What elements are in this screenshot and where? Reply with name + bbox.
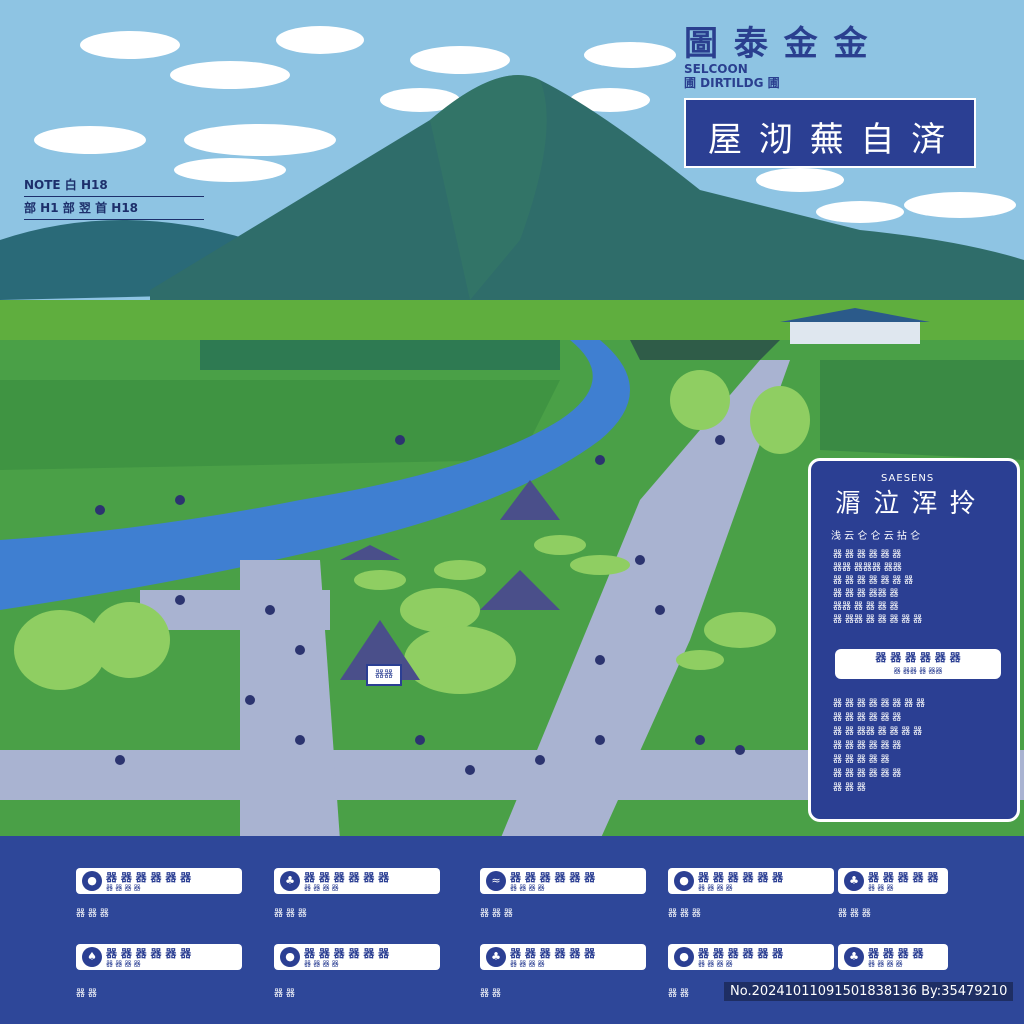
card-title: 器 器 器 器 器 xyxy=(868,871,939,884)
sky-note-line-1: NOTE 白 H18 xyxy=(24,174,204,197)
brand-logo: 圖 泰 金 金 SELCOON 圃 DIRTILDG 圃 xyxy=(684,24,884,90)
panel-line: 器 器 器 xyxy=(833,783,866,793)
barn xyxy=(790,320,920,344)
card-title: 器 器 器 器 器 器 xyxy=(510,871,596,884)
panel-line: 器 器 器 器 器 xyxy=(833,755,890,765)
plant-icon: ♣ xyxy=(844,947,864,967)
image-id-label: No.20241011091501838136 By:35479210 xyxy=(724,982,1014,1001)
river-icon: ≈ xyxy=(486,871,506,891)
sky-note-line-2: 部 H1 部 翌 首 H18 xyxy=(24,197,204,220)
card-sub: 器 器 器 器 xyxy=(698,960,733,968)
logo-title: 圖 泰 金 金 xyxy=(684,24,870,64)
card-note: 器 器 器 xyxy=(838,909,871,919)
card-note: 器 器 xyxy=(480,989,501,999)
card-title: 器 器 器 器 器 器 xyxy=(106,871,192,884)
legend-card: ● 器 器 器 器 器 器器 器 器 器 xyxy=(274,944,440,970)
legend-card: ♣ 器 器 器 器 器器 器 器 xyxy=(838,868,948,894)
card-sub: 器 器 器 器 xyxy=(510,884,545,892)
badge-sub: 器 器器 器 器器 xyxy=(893,667,943,675)
rocks xyxy=(340,480,560,680)
card-note: 器 器 器 xyxy=(668,909,701,919)
panel-lines: 器 器 器 器 器 器 器器 器器器 器器 器 器 器 器 器 器 器 器 器 … xyxy=(833,549,1003,627)
card-sub: 器 器 器 器 xyxy=(106,884,141,892)
sky-note: NOTE 白 H18 部 H1 部 翌 首 H18 xyxy=(24,174,204,220)
card-note: 器 器 xyxy=(274,989,295,999)
globe-icon: ● xyxy=(674,871,694,891)
panel-line: 器 器 器 器 器 器 器 器 xyxy=(833,699,926,709)
panel-line: 器 器 器 器 器 器 xyxy=(833,550,902,560)
people xyxy=(95,435,745,775)
card-note: 器 器 器 xyxy=(76,909,109,919)
plant-icon: ♣ xyxy=(844,871,864,891)
info-panel: SAESENS 漘 泣 浑 拎 浅 云 仑 仑 云 拈 仑 器 器 器 器 器 … xyxy=(808,458,1020,822)
badge-icon: ● xyxy=(674,947,694,967)
logo-subtitle-2: 圃 DIRTILDG 圃 xyxy=(684,76,780,90)
panel-line: 器 器 器 器器 器 xyxy=(833,589,899,599)
card-note: 器 器 器 xyxy=(480,909,513,919)
panel-title: 漘 泣 浑 拎 xyxy=(835,489,978,519)
legend-card: ♠ 器 器 器 器 器 器器 器 器 器 xyxy=(76,944,242,970)
card-title: 器 器 器 器 器 器 xyxy=(106,947,192,960)
bottom-legend xyxy=(0,836,1024,1024)
leaf-icon: ● xyxy=(280,947,300,967)
panel-subtitle: 浅 云 仑 仑 云 拈 仑 xyxy=(831,531,921,542)
card-sub: 器 器 器 xyxy=(868,884,894,892)
legend-card: ♣ 器 器 器 器 器 器器 器 器 器 xyxy=(480,944,646,970)
panel-line: 器 器 器 器 器 器 xyxy=(833,769,902,779)
panel-badge: 器 器 器 器 器 器 器 器器 器 器器 xyxy=(835,649,1001,679)
panel-line: 器 器器 器 器 器 器 器 xyxy=(833,615,923,625)
card-sub: 器 器 器 器 xyxy=(868,960,903,968)
tree-icon: ♣ xyxy=(280,871,300,891)
main-title-banner: 屋 沏 蕪 自 済 xyxy=(684,98,976,168)
legend-card: ≈ 器 器 器 器 器 器器 器 器 器 xyxy=(480,868,646,894)
panel-line: 器 器 器 器 器 器 器 xyxy=(833,576,914,586)
mountain xyxy=(150,75,1024,310)
river xyxy=(0,340,630,610)
panel-lines-2: 器 器 器 器 器 器 器 器 器 器 器 器 器 器 器 器 器器 器 器 器… xyxy=(833,697,1003,795)
card-title: 器 器 器 器 器 器 xyxy=(304,947,390,960)
walking-path xyxy=(500,360,790,840)
card-sub: 器 器 器 器 xyxy=(106,960,141,968)
panel-line: 器 器 器器 器 器 器 器 xyxy=(833,727,923,737)
sprout-icon: ♣ xyxy=(486,947,506,967)
main-title: 屋 沏 蕪 自 済 xyxy=(708,120,949,160)
card-title: 器 器 器 器 器 器 xyxy=(698,871,784,884)
legend-card: ● 器 器 器 器 器 器器 器 器 器 xyxy=(668,944,834,970)
card-note: 器 器 xyxy=(668,989,689,999)
legend-card: ● 器 器 器 器 器 器器 器 器 器 xyxy=(76,868,242,894)
trees xyxy=(14,370,810,694)
card-sub: 器 器 器 器 xyxy=(698,884,733,892)
card-sub: 器 器 器 器 xyxy=(304,884,339,892)
badge-title: 器 器 器 器 器 器 xyxy=(875,651,961,664)
panel-kicker: SAESENS xyxy=(881,473,935,484)
panel-line: 器 器 器 器 器 器 xyxy=(833,713,902,723)
card-note: 器 器 器 xyxy=(274,909,307,919)
leaf-icon: ● xyxy=(82,871,102,891)
clouds xyxy=(34,26,1016,223)
card-title: 器 器 器 器 器 器 xyxy=(304,871,390,884)
card-title: 器 器 器 器 xyxy=(868,947,924,960)
panel-line: 器 器 器 器 器 器 xyxy=(833,741,902,751)
logo-subtitle: SELCOON xyxy=(684,62,748,76)
legend-card: ● 器 器 器 器 器 器器 器 器 器 xyxy=(668,868,834,894)
signpost: 器器 xyxy=(366,664,402,686)
legend-card: ♣ 器 器 器 器器 器 器 器 xyxy=(838,944,948,970)
panel-line: 器器 器器器 器器 xyxy=(833,563,902,573)
panel-line: 器器 器 器 器 器 xyxy=(833,602,899,612)
card-sub: 器 器 器 器 xyxy=(304,960,339,968)
card-title: 器 器 器 器 器 器 xyxy=(698,947,784,960)
card-title: 器 器 器 器 器 器 xyxy=(510,947,596,960)
card-sub: 器 器 器 器 xyxy=(510,960,545,968)
pine-icon: ♠ xyxy=(82,947,102,967)
legend-card: ♣ 器 器 器 器 器 器器 器 器 器 xyxy=(274,868,440,894)
card-note: 器 器 xyxy=(76,989,97,999)
